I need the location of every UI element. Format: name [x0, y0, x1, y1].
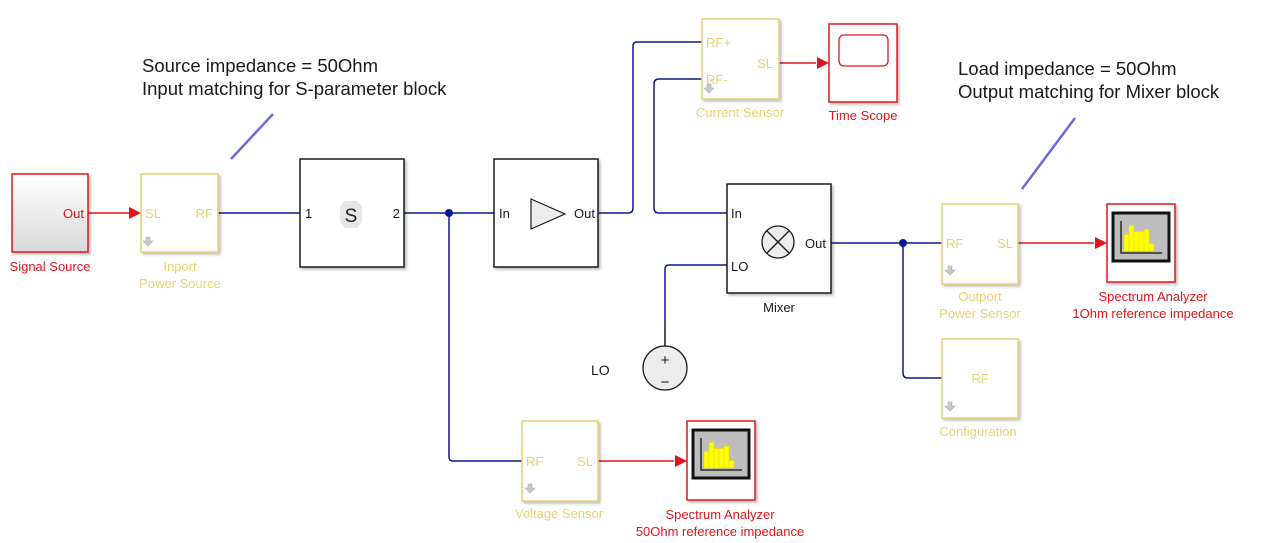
plus-sign: +	[661, 352, 670, 369]
source-note-pointer	[230, 113, 274, 160]
port-label: In	[731, 206, 742, 221]
configuration-block[interactable]: RF	[941, 338, 1019, 419]
label-line: Power Source	[139, 276, 221, 291]
port-label: In	[499, 206, 510, 221]
spectrum-bar	[1143, 229, 1150, 252]
spectrum-bar	[703, 451, 710, 469]
outport-label: Outport Power Sensor	[939, 288, 1021, 322]
spectrum-axes	[700, 438, 742, 471]
spectrum-1ohm-label: Spectrum Analyzer 1Ohm reference impedan…	[1072, 288, 1233, 322]
signal-source-block[interactable]: Out	[11, 173, 89, 253]
note-line: Output matching for Mixer block	[958, 81, 1220, 102]
label-line: 1Ohm reference impedance	[1072, 306, 1234, 321]
spectrum-bar	[1138, 231, 1145, 252]
spectrum-bar	[1128, 225, 1135, 252]
minus-sign: −	[661, 374, 670, 391]
spectrum-bar	[1148, 243, 1155, 252]
arrow-head	[817, 57, 829, 69]
configuration-label: Configuration	[939, 424, 1017, 439]
port-label: SL	[757, 56, 773, 71]
port-label: Out	[63, 206, 84, 221]
spectrum-50ohm-label: Spectrum Analyzer 50Ohm reference impeda…	[636, 506, 804, 540]
spectrum-analyzer-1ohm-block[interactable]	[1106, 203, 1176, 283]
junction-dot	[445, 209, 453, 217]
spectrum-icon	[691, 428, 751, 480]
s-glyph: S	[345, 206, 358, 227]
time-scope-label: Time Scope	[828, 108, 898, 123]
s-parameter-icon	[340, 201, 362, 228]
label-line: Inport	[163, 259, 197, 274]
port-label: SL	[577, 454, 593, 469]
s-parameters-block[interactable]: S 1 2	[299, 158, 405, 268]
port-label: RF	[196, 206, 213, 221]
spectrum-bar	[713, 448, 720, 469]
rf-line-branch-voltage[interactable]	[448, 213, 522, 462]
spectrum-analyzer-50ohm-block[interactable]	[686, 420, 756, 501]
lo-voltage-source-block[interactable]: + −	[642, 345, 688, 391]
inport-label: Inport Power Source	[139, 258, 221, 292]
label-line: 50Ohm reference impedance	[635, 524, 805, 539]
port-label: SL	[145, 206, 161, 221]
junction-dot	[899, 239, 907, 247]
note-line: Input matching for S-parameter block	[142, 78, 447, 99]
current-sensor-label: Current Sensor	[695, 105, 785, 120]
spectrum-bar	[723, 446, 730, 469]
note-line: Load impedance = 50Ohm	[958, 58, 1177, 79]
current-sensor-block[interactable]: RF+ RF- SL	[701, 18, 780, 100]
label-line: Spectrum Analyzer	[1098, 289, 1208, 304]
spectrum-bar	[1133, 231, 1140, 252]
signal-source-label: Signal Source	[9, 259, 91, 274]
spectrum-icon	[1111, 211, 1171, 263]
down-arrow-icon	[142, 236, 154, 247]
down-arrow-icon	[944, 265, 956, 276]
note-line: Source impedance = 50Ohm	[142, 55, 379, 76]
load-impedance-note: Load impedance = 50Ohm Output matching f…	[958, 57, 1219, 103]
scope-screen-icon	[838, 34, 889, 67]
port-label: SL	[997, 236, 1013, 251]
label-line: Spectrum Analyzer	[665, 507, 775, 522]
spectrum-bar	[708, 442, 715, 469]
down-arrow-icon	[524, 483, 536, 494]
rf-line-current-mixer[interactable]	[653, 78, 727, 214]
inport-power-source-block[interactable]: SL RF	[140, 173, 219, 253]
rf-line-amp-current[interactable]	[598, 41, 702, 214]
load-note-pointer	[1020, 117, 1077, 190]
config-glyph: RF	[971, 371, 988, 386]
port-label: RF	[526, 454, 543, 469]
spectrum-bar	[718, 448, 725, 469]
port-label: RF	[946, 236, 963, 251]
voltage-sensor-label: Voltage Sensor	[514, 506, 604, 521]
label-line: Outport	[958, 289, 1002, 304]
down-arrow-icon	[944, 401, 956, 412]
spectrum-axes	[1120, 221, 1162, 254]
voltage-sensor-block[interactable]: RF SL	[521, 420, 599, 502]
amplifier-block[interactable]: In Out	[493, 158, 599, 268]
port-label: LO	[731, 259, 748, 274]
amplifier-triangle-icon	[530, 198, 567, 230]
spectrum-bar	[1123, 234, 1130, 252]
source-impedance-note: Source impedance = 50Ohm Input matching …	[142, 54, 446, 100]
port-label: RF+	[706, 35, 731, 50]
port-label: Out	[574, 206, 595, 221]
rf-line-lo-mixer[interactable]	[664, 264, 727, 325]
rf-line-branch-config[interactable]	[902, 243, 942, 379]
arrow-head	[675, 455, 687, 467]
arrow-head	[1095, 237, 1107, 249]
down-arrow-icon	[703, 83, 715, 94]
spectrum-bar	[728, 460, 735, 469]
mixer-label: Mixer	[763, 300, 795, 315]
mixer-block[interactable]: In LO Out	[726, 183, 832, 294]
outport-power-sensor-block[interactable]: RF SL	[941, 203, 1019, 285]
port-label: 2	[393, 206, 400, 221]
signal-connections	[88, 57, 1107, 467]
port-label: 1	[305, 206, 312, 221]
port-label: Out	[805, 236, 826, 251]
mixer-cross-icon	[761, 225, 795, 259]
label-line: Power Sensor	[939, 306, 1021, 321]
arrow-head	[129, 207, 141, 219]
lo-source-label: LO	[591, 362, 610, 378]
time-scope-block[interactable]	[828, 23, 898, 103]
port-label: RF-	[706, 72, 728, 87]
